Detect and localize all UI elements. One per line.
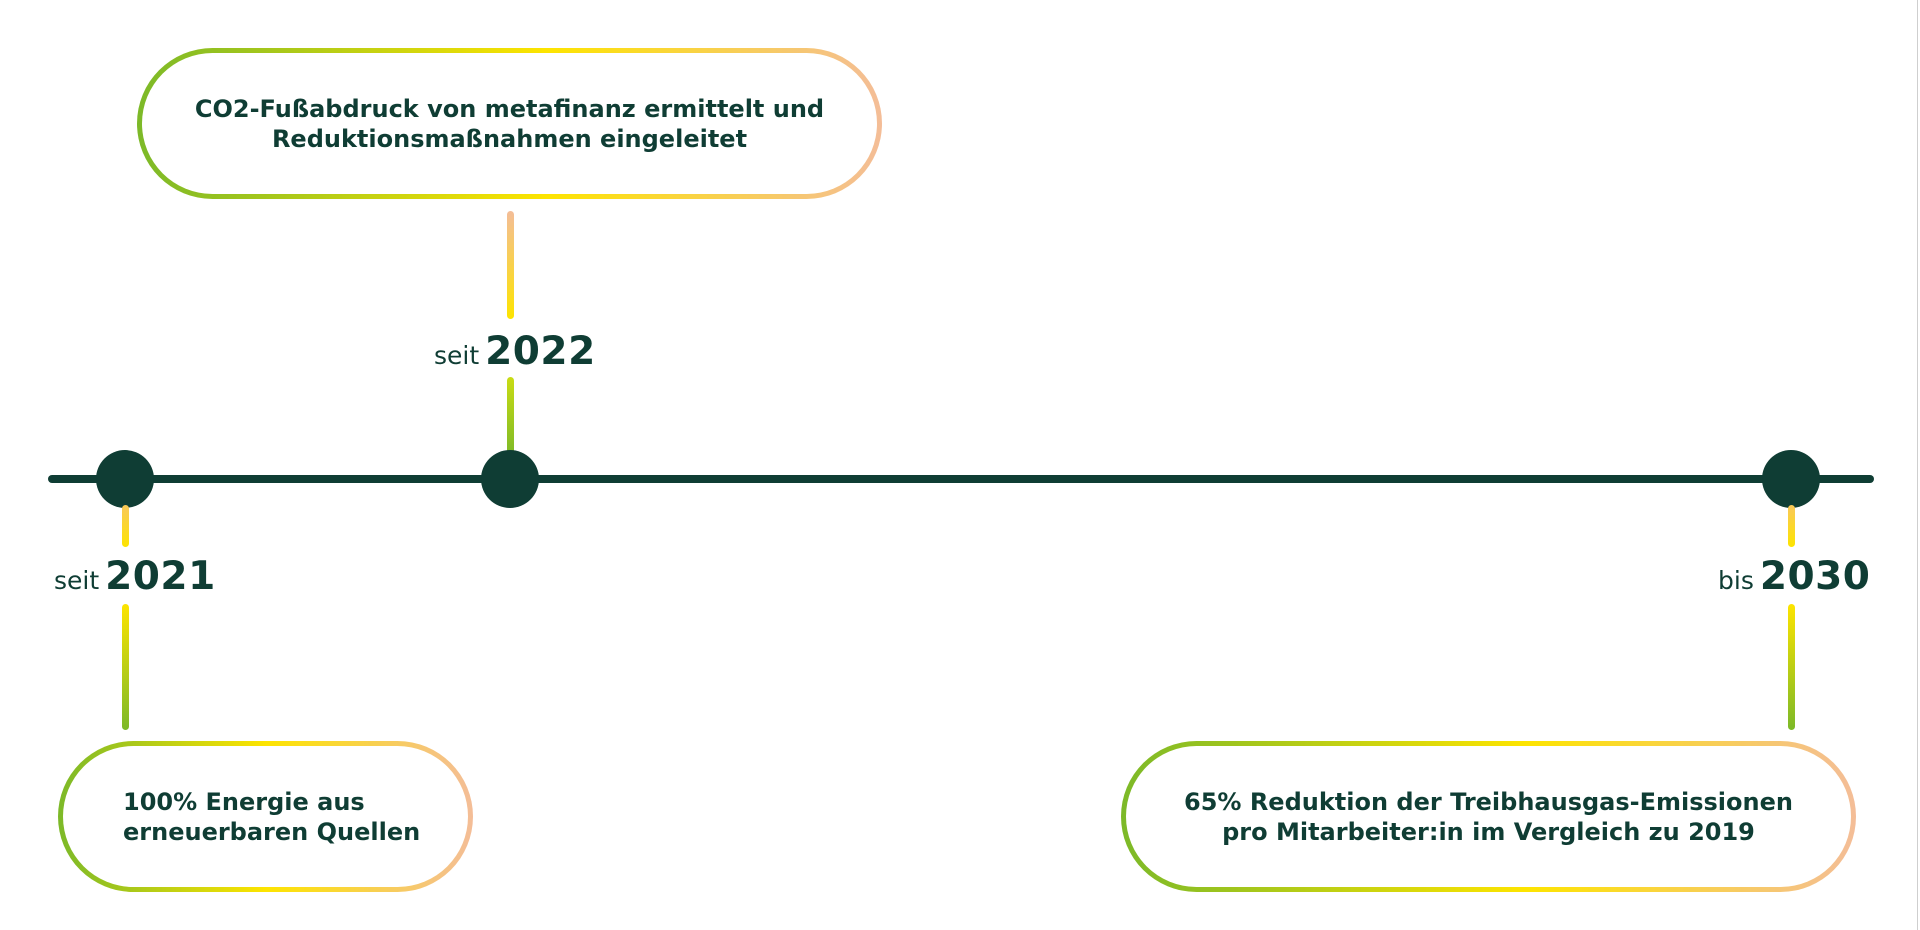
- milestone-2021-year: 2021: [105, 554, 216, 599]
- milestone-2030-box: 65% Reduktion der Treibhausgas-Emissione…: [1121, 741, 1856, 892]
- milestone-2021-dot: [96, 450, 154, 508]
- milestone-2022-stem-upper: [507, 211, 514, 319]
- milestone-2030-text-line-2: pro Mitarbeiter:in im Vergleich zu 2019: [1222, 817, 1755, 846]
- milestone-2022-year: 2022: [485, 329, 596, 374]
- milestone-2030-year: 2030: [1759, 554, 1871, 599]
- milestone-2022-stem-lower: [507, 377, 514, 457]
- milestone-2030-prefix: bis: [1718, 566, 1754, 595]
- milestone-2030-text: 65% Reduktion der Treibhausgas-Emissione…: [1184, 787, 1793, 847]
- milestone-2030-dot: [1762, 450, 1820, 508]
- page-edge-divider: [1917, 0, 1918, 930]
- milestone-2030-text-line-1: 65% Reduktion der Treibhausgas-Emissione…: [1184, 787, 1793, 816]
- timeline-axis: [48, 475, 1874, 483]
- milestone-2022-text: CO2-Fußabdruck von metafinanz ermittelt …: [195, 94, 824, 154]
- milestone-2021-box: 100% Energie aus erneuerbaren Quellen: [58, 741, 473, 892]
- milestone-2021-text-line-2: erneuerbaren Quellen: [123, 817, 421, 846]
- milestone-2030-stem-lower: [1788, 604, 1795, 730]
- milestone-2021-text: 100% Energie aus erneuerbaren Quellen: [123, 787, 420, 847]
- milestone-2022-dot: [481, 450, 539, 508]
- milestone-2022-text-line-1: CO2-Fußabdruck von metafinanz ermittelt …: [194, 94, 825, 123]
- milestone-2030-stem-upper: [1788, 505, 1795, 547]
- milestone-2022-text-line-2: Reduktionsmaßnahmen eingeleitet: [271, 124, 748, 153]
- milestone-2021-text-line-1: 100% Energie aus: [123, 787, 365, 816]
- milestone-2021-prefix: seit: [54, 566, 100, 595]
- milestone-2021-stem-upper: [122, 505, 129, 547]
- milestone-2022-box: CO2-Fußabdruck von metafinanz ermittelt …: [137, 48, 882, 199]
- milestone-2022-prefix: seit: [434, 341, 480, 370]
- milestone-2021-stem-lower: [122, 604, 129, 730]
